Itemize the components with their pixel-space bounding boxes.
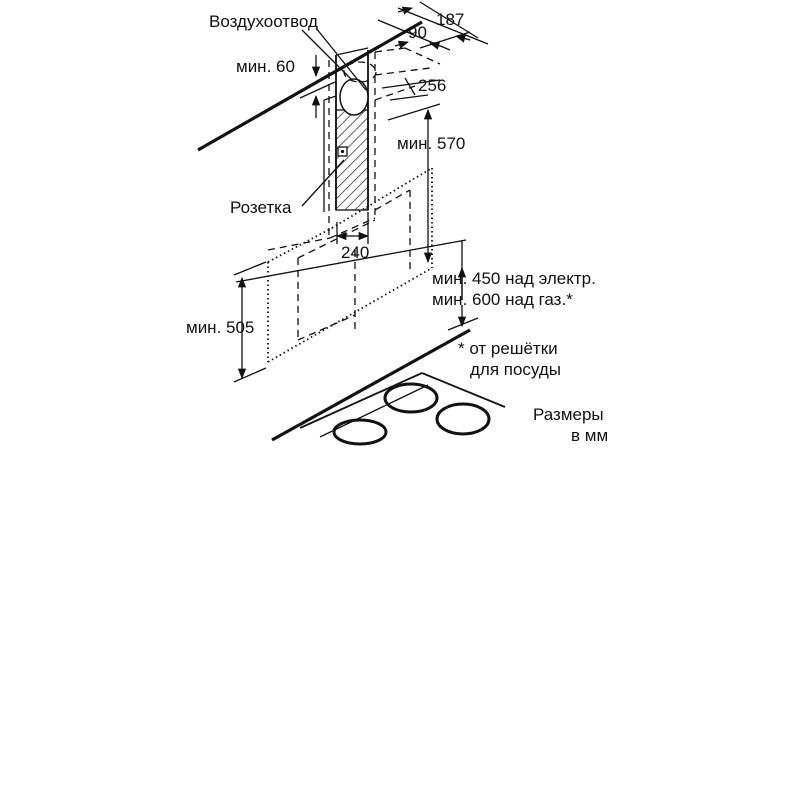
label-air-duct: Воздухоотвод: [209, 12, 318, 31]
hood-dotted-canopy: [267, 167, 433, 363]
leader-lines: [301, 27, 367, 207]
label-units-2: в мм: [571, 426, 608, 445]
label-min-450: мин. 450 над электр.: [432, 269, 596, 288]
burner-back-right: [435, 402, 491, 436]
top-dimension-lines: [377, 1, 489, 101]
dim-240: 240: [341, 243, 369, 262]
dim-187: 187: [436, 10, 464, 29]
label-min-600: мин. 600 над газ.*: [432, 290, 573, 309]
burner-front-left: [332, 418, 388, 446]
dim-min-450-lines: [447, 240, 479, 331]
label-min-505: мин. 505: [186, 318, 254, 337]
chimney-hatched-section: [335, 109, 369, 211]
label-min-60: мин. 60: [236, 57, 295, 76]
dim-min-60-lines: [299, 55, 337, 212]
dim-90: 90: [408, 23, 427, 42]
label-footnote-1: * от решётки: [458, 339, 558, 358]
dim-min-570-lines: [387, 103, 441, 264]
label-min-570: мин. 570: [397, 134, 465, 153]
dim-240-lines: [335, 212, 370, 244]
label-footnote-2: для посуды: [470, 360, 561, 379]
hob: [271, 328, 506, 446]
label-socket: Розетка: [230, 198, 292, 217]
burner-back-left: [383, 382, 439, 414]
dim-256: 256: [418, 76, 446, 95]
ceiling-line: [197, 20, 423, 152]
chimney: [335, 47, 377, 211]
label-units-1: Размеры: [533, 405, 604, 424]
dim-min-505-lines: [233, 239, 467, 383]
air-duct-opening: [339, 78, 369, 116]
